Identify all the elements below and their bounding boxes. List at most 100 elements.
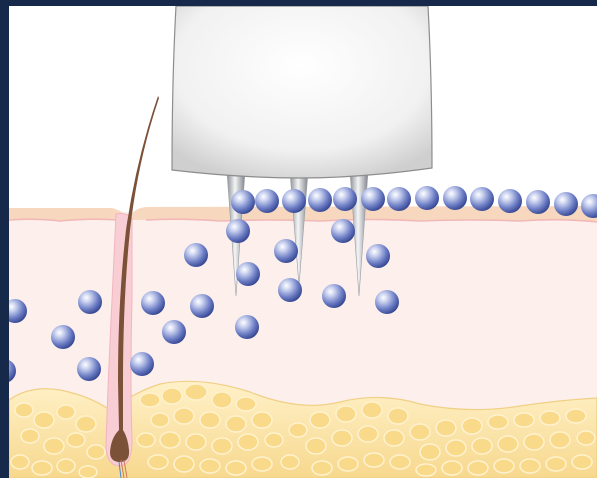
fat-cell [212,392,232,408]
serum-sphere-icon [308,188,332,212]
fat-cell [540,411,560,425]
fat-cell [384,430,404,446]
serum-sphere-icon [498,189,522,213]
serum-sphere-icon [387,187,411,211]
fat-cell [67,433,85,447]
fat-cell [148,455,168,469]
serum-sphere-icon [190,294,214,318]
fat-cell [546,457,566,471]
fat-cell [310,412,330,428]
fat-cell [79,466,97,478]
fat-cell [15,403,33,417]
fat-cell [364,453,384,467]
fat-cell [410,424,430,440]
fat-cell [514,413,534,427]
fat-cell [462,418,482,434]
serum-sphere-icon [255,189,279,213]
fat-cell [238,434,258,450]
fat-cell [174,456,194,472]
fat-cell [468,461,488,475]
serum-sphere-icon [77,357,101,381]
fat-cell [446,440,466,456]
serum-sphere-icon [3,299,27,323]
fat-cell [185,384,207,400]
fat-cell [494,459,514,473]
fat-cell [362,402,382,418]
fat-cell [265,433,283,447]
serum-sphere-icon [235,315,259,339]
fat-cell [572,455,592,469]
fat-cell [306,438,326,454]
serum-sphere-icon [415,186,439,210]
fat-cell [312,461,332,475]
serum-sphere-icon [51,325,75,349]
fat-cell [57,459,75,473]
fat-cell [212,438,232,454]
fat-cell [336,406,356,422]
serum-sphere-icon [526,190,550,214]
fat-cell [388,408,408,424]
fat-cell [21,429,39,443]
fat-cell [76,416,96,432]
serum-sphere-icon [236,262,260,286]
fat-cell [200,412,220,428]
fat-cell [137,433,155,447]
fat-cell [488,415,508,429]
serum-sphere-icon [443,186,467,210]
fat-cell [442,461,462,475]
serum-sphere-icon [375,290,399,314]
fat-cell [160,432,180,448]
serum-sphere-icon [361,187,385,211]
serum-sphere-icon [554,192,578,216]
serum-sphere-icon [282,189,306,213]
fat-cell [289,423,307,437]
serum-sphere-icon [274,239,298,263]
fat-cell [472,438,492,454]
fat-cell [332,430,352,446]
fat-cell [520,459,540,473]
fat-cell [226,416,246,432]
fat-cell [498,436,518,452]
fat-cell [420,444,440,460]
fat-cell [236,397,256,411]
fat-cell [174,408,194,424]
serum-sphere-icon [184,243,208,267]
serum-sphere-icon [78,290,102,314]
fat-cell [281,455,299,469]
fat-cell [140,393,160,407]
fat-cell [200,459,220,473]
serum-sphere-icon [331,219,355,243]
fat-cell [226,461,246,475]
serum-sphere-icon [322,284,346,308]
serum-sphere-icon [231,190,255,214]
fat-cell [436,420,456,436]
serum-sphere-icon [130,352,154,376]
fat-cell [32,461,52,475]
serum-sphere-icon [141,291,165,315]
fat-cell [566,409,586,423]
serum-sphere-icon [470,187,494,211]
microneedle-device-icon [172,6,432,178]
fat-cell [338,457,358,471]
fat-cell [524,434,544,450]
fat-cell [11,455,29,469]
fat-cell [390,455,410,469]
serum-sphere-icon [226,219,250,243]
fat-cell [577,431,595,445]
serum-sphere-icon [162,320,186,344]
serum-sphere-icon [333,187,357,211]
fat-cell [162,388,182,404]
fat-cell [151,413,169,427]
fat-cell [186,434,206,450]
serum-sphere-icon [366,244,390,268]
fat-cell [252,457,272,471]
fat-cell [550,432,570,448]
fat-cell [252,412,272,428]
fat-cell [44,438,64,454]
fat-cell [87,445,105,459]
fat-cell [416,464,436,476]
fat-cell [57,405,75,419]
fat-cell [34,412,54,428]
